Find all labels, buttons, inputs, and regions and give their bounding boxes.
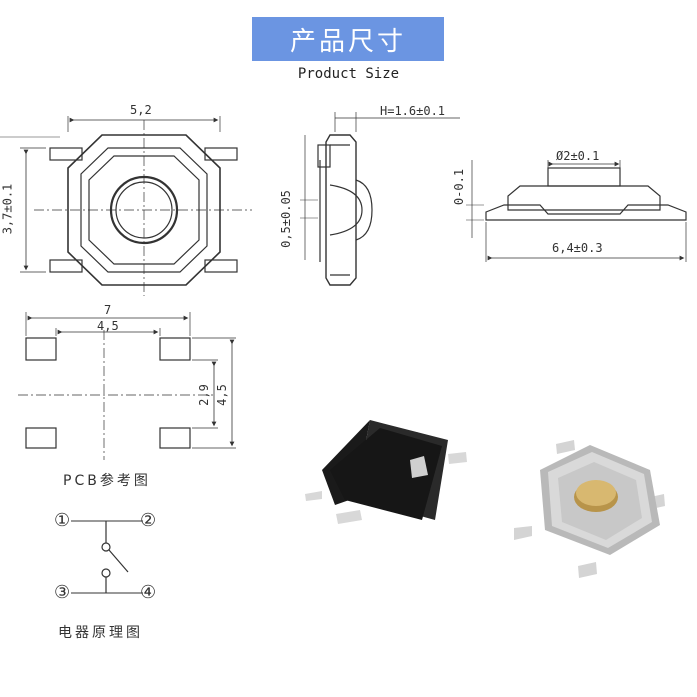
top-view — [0, 116, 252, 296]
photo-back-of-switch — [305, 420, 467, 524]
dim-top-height: 3,7±0.1 — [0, 183, 15, 235]
pin-1: ① — [54, 510, 71, 531]
page-subtitle: Product Size — [297, 66, 400, 82]
dim-side-offset: 0,5±0.05 — [278, 190, 293, 248]
front-view — [466, 160, 687, 262]
dim-top-width: 5,2 — [130, 103, 152, 117]
pin-4: ④ — [140, 582, 157, 603]
pcb-caption: PCB参考图 — [63, 473, 151, 489]
schematic — [71, 520, 143, 594]
dim-front-diameter: Ø2±0.1 — [556, 149, 600, 163]
dim-pcb-pitch-inner: 2,9 — [196, 384, 211, 406]
dim-pcb-inner: 4,5 — [97, 319, 119, 333]
schematic-caption: 电器原理图 — [58, 625, 143, 641]
dim-side-height: H=1.6±0.1 — [380, 104, 446, 118]
pin-2: ② — [140, 510, 157, 531]
dim-pcb-pitch-outer: 4,5 — [214, 384, 229, 406]
dim-front-tolerance: 0-0.1 — [452, 168, 467, 206]
dim-pcb-outer: 7 — [104, 303, 112, 317]
photo-front-of-switch — [514, 440, 665, 578]
pin-3: ③ — [54, 582, 71, 603]
page-title: 产品尺寸 — [252, 17, 444, 61]
dim-front-width: 6,4±0.3 — [552, 241, 603, 255]
pcb-footprint — [18, 312, 236, 460]
side-view — [300, 112, 460, 286]
